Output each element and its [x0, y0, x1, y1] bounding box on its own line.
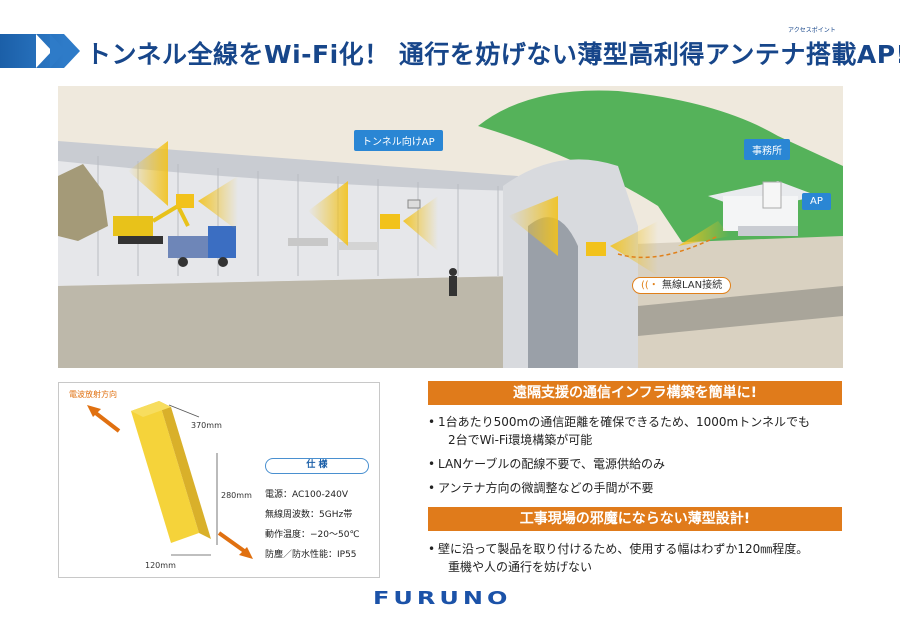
product-diagram: [87, 401, 253, 559]
wifi-icon: ((・: [641, 280, 662, 291]
ap-unit-icon: [308, 181, 438, 251]
product-box: 電波放射方向 370mm 280mm 120mm 仕 様 電源：AC100-24…: [58, 382, 380, 578]
tunnel-illustration: トンネル向けAP 事務所 AP: [58, 86, 843, 368]
wireless-lan-label: 無線LAN接続: [661, 280, 723, 291]
spec-item: 無線周波数：5GHz帯: [265, 510, 353, 520]
section1-bullets: 1台あたり500mの通信距離を確保できるため、1000mトンネルでも 2台でWi-…: [428, 413, 810, 497]
callout-tunnel-ap: トンネル向けAP: [354, 130, 443, 151]
dimension-depth: 120mm: [145, 561, 176, 570]
spec-title: 仕 様: [265, 458, 369, 474]
chevron-icon: [36, 34, 52, 68]
bullet-line: LANケーブルの配線不要で、電源供給のみ: [438, 457, 665, 471]
list-item: 壁に沿って製品を取り付けるため、使用する幅はわずか120㎜程度。重機や人の通行を…: [428, 540, 808, 576]
callout-office: 事務所: [744, 139, 790, 160]
title-ruby: アクセスポイント: [788, 27, 836, 34]
dimension-width: 370mm: [191, 421, 222, 430]
dimension-height: 280mm: [221, 491, 252, 500]
tunnel-scene: [58, 86, 843, 368]
list-item: アンテナ方向の微調整などの手間が不要: [428, 479, 810, 497]
furuno-logo: FURUNO: [373, 587, 512, 609]
bullet-line: 重機や人の通行を妨げない: [448, 560, 593, 574]
section1-heading: 遠隔支援の通信インフラ構築を簡単に!: [428, 381, 842, 405]
chevron-icon: [64, 34, 80, 68]
spec-item: 防塵／防水性能：IP55: [265, 550, 357, 560]
truck-icon: [168, 226, 236, 267]
chevron-icon: [50, 34, 66, 68]
section2-bullets: 壁に沿って製品を取り付けるため、使用する幅はわずか120㎜程度。重機や人の通行を…: [428, 540, 808, 576]
spec-list: 電源：AC100-240V 無線周波数：5GHz帯 動作温度：−20〜50℃ 防…: [265, 485, 360, 565]
bullet-line: 1台あたり500mの通信距離を確保できるため、1000mトンネルでも: [438, 415, 810, 429]
header: トンネル全線をWi-Fi化！ 通行を妨げない薄型高利得アンテナ搭載AP! アクセ…: [0, 27, 900, 74]
ap-unit-icon: [128, 141, 238, 231]
spec-item: 動作温度：−20〜50℃: [265, 530, 360, 540]
office-building-icon: [708, 181, 818, 236]
bullet-line: アンテナ方向の微調整などの手間が不要: [438, 481, 654, 495]
bullet-line: 壁に沿って製品を取り付けるため、使用する幅はわずか120㎜程度。: [438, 542, 809, 556]
page-title: トンネル全線をWi-Fi化！ 通行を妨げない薄型高利得アンテナ搭載AP!: [86, 40, 900, 69]
wireless-lan-badge: ((・ 無線LAN接続: [632, 277, 732, 294]
list-item: LANケーブルの配線不要で、電源供給のみ: [428, 455, 810, 473]
section2-heading: 工事現場の邪魔にならない薄型設計!: [428, 507, 842, 531]
callout-ap: AP: [802, 193, 831, 210]
radiation-direction-label: 電波放射方向: [69, 390, 117, 399]
ap-unit-icon: [508, 196, 658, 276]
bullet-line: 2台でWi-Fi環境構築が可能: [448, 433, 593, 447]
worker-icon: [449, 268, 457, 296]
spec-item: 電源：AC100-240V: [265, 490, 349, 500]
list-item: 1台あたり500mの通信距離を確保できるため、1000mトンネルでも 2台でWi-…: [428, 413, 810, 449]
